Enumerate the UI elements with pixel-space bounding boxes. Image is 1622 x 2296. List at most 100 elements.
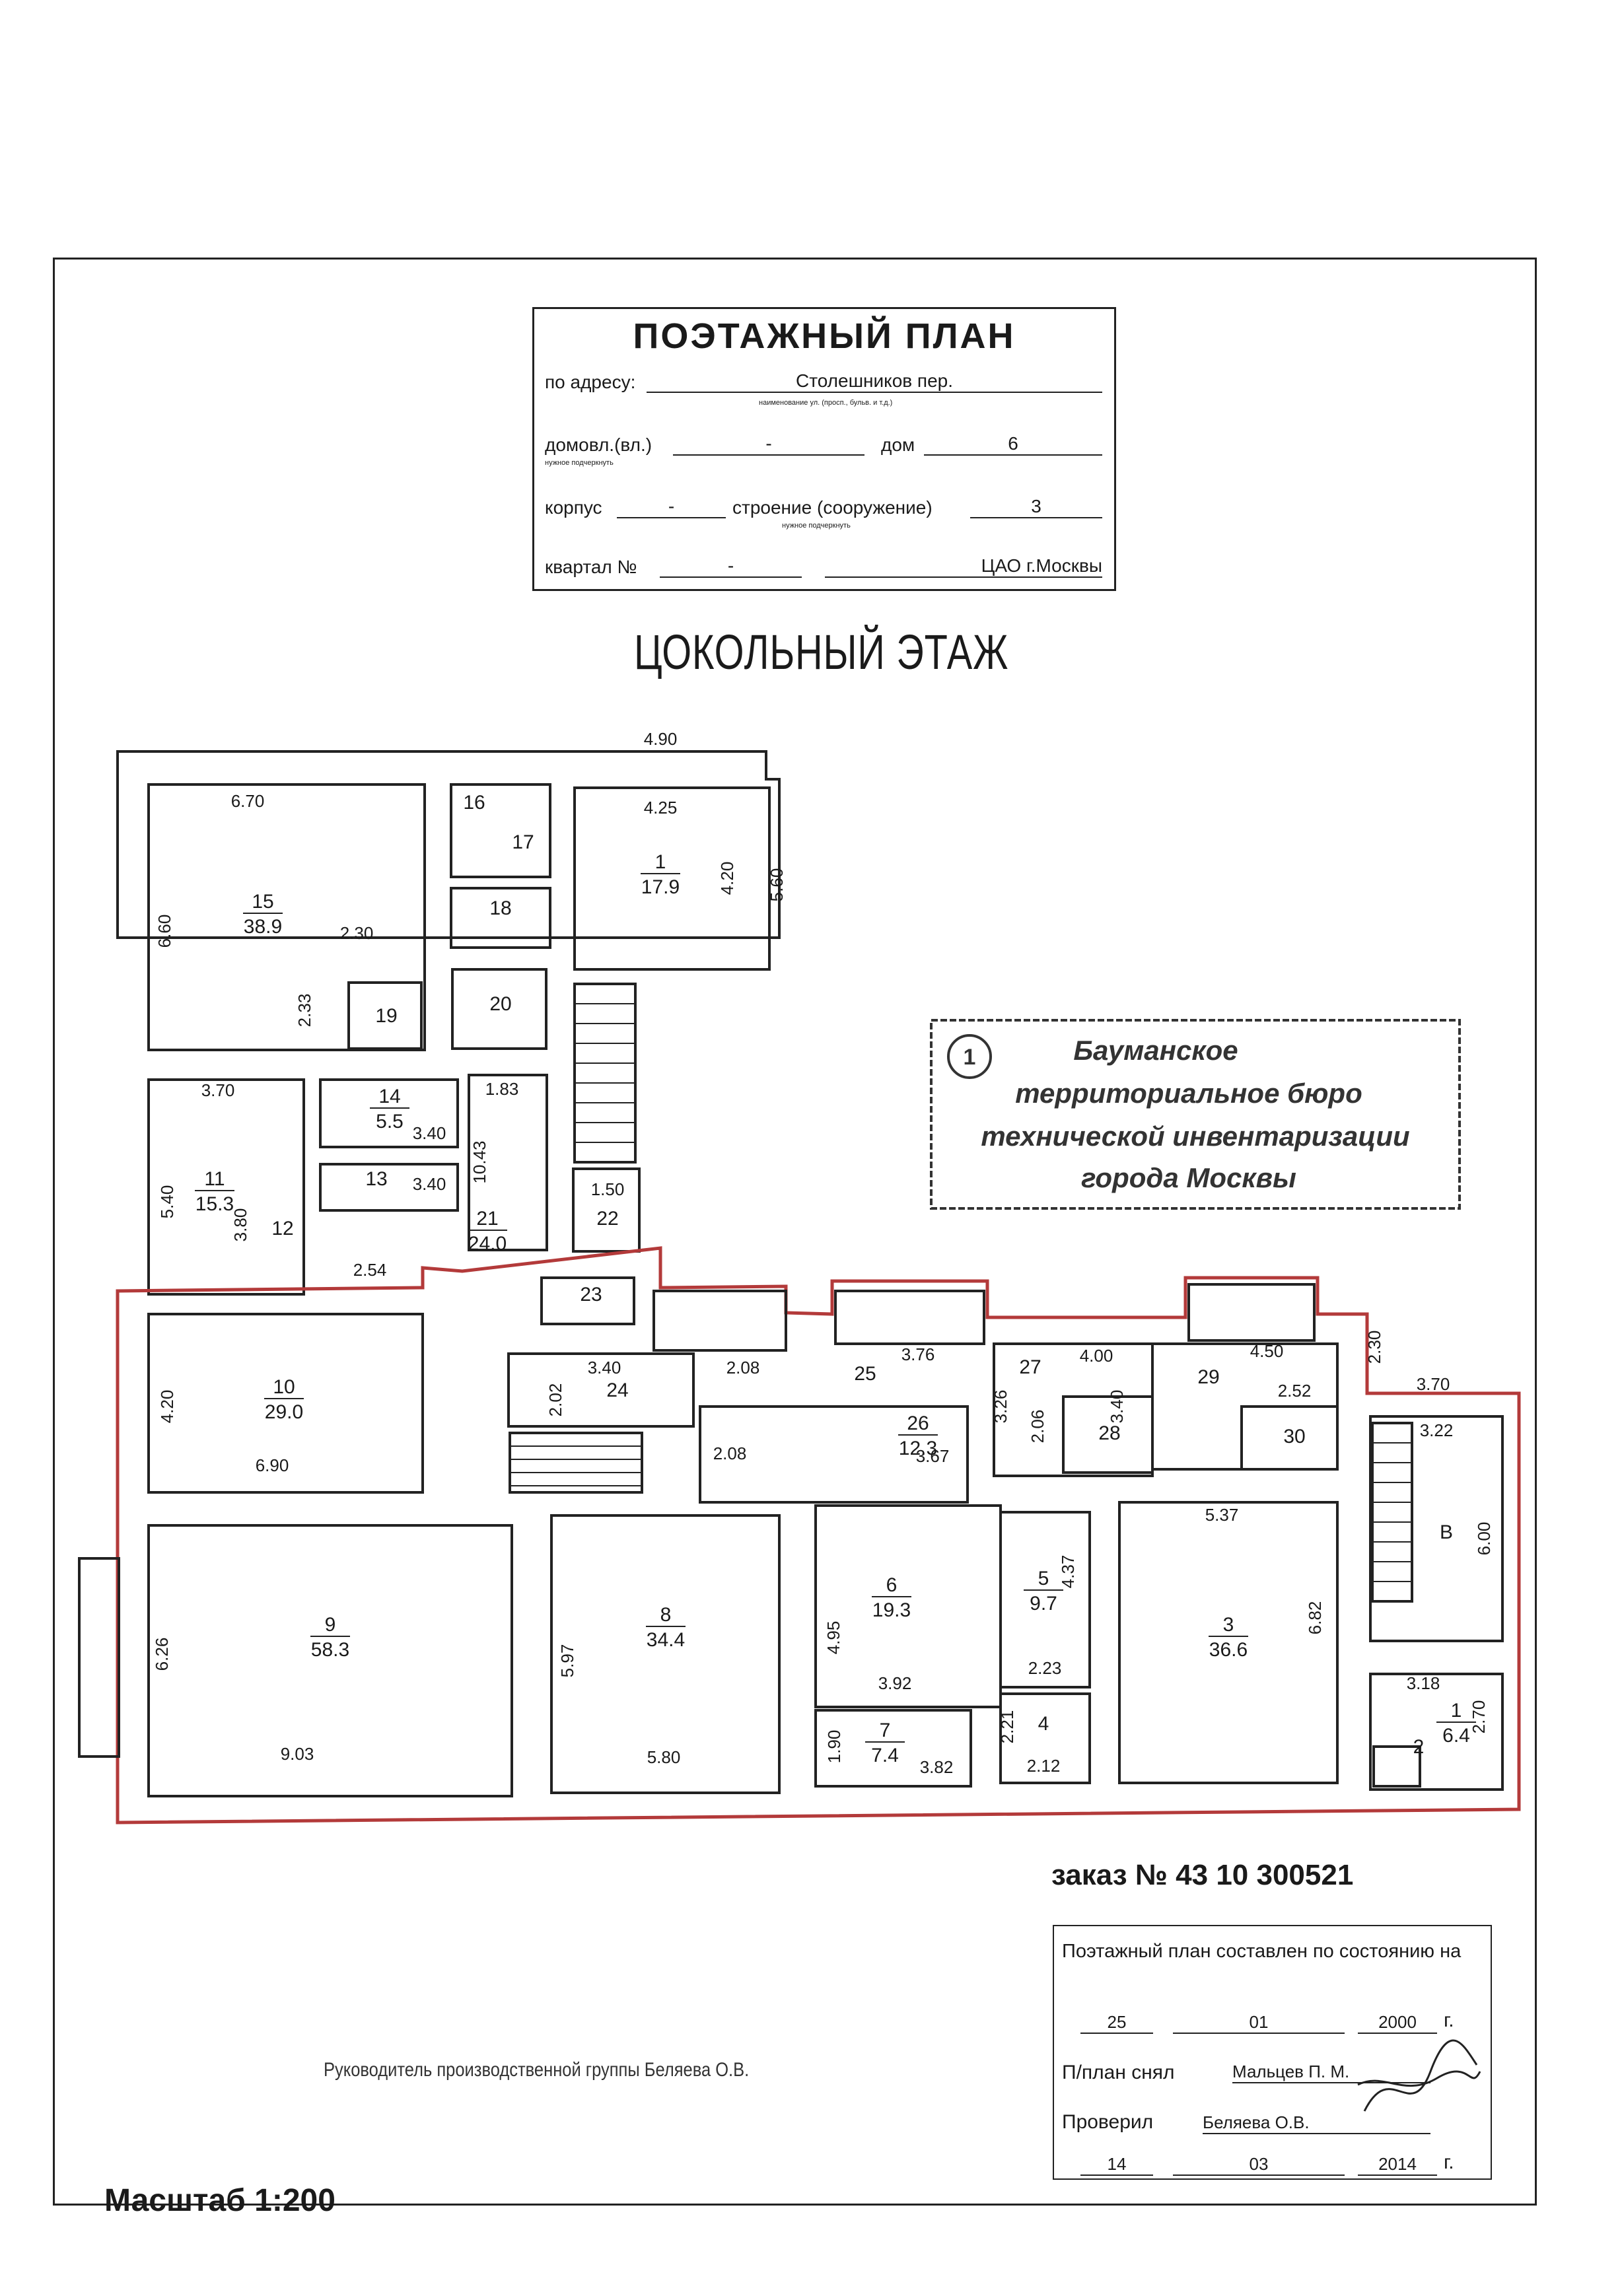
manager-line: Руководитель производственной группы Бел… <box>324 2059 750 2081</box>
room-4-walls <box>999 1692 1091 1784</box>
room-7-number: 7 <box>880 1720 891 1741</box>
dimension-label: 3.40 <box>1107 1390 1127 1424</box>
room-2-walls <box>1372 1745 1421 1788</box>
kvartal-label: квартал № <box>545 557 637 577</box>
dimension-label: 6.60 <box>155 915 174 948</box>
dimension-label: 3.76 <box>901 1344 935 1364</box>
dimension-label: 4.90 <box>644 729 678 749</box>
room-3-area: 36.6 <box>1209 1639 1248 1661</box>
dimension-label: 2.02 <box>546 1383 565 1417</box>
surveyed-by: Мальцев П. М. <box>1232 2062 1430 2083</box>
dimension-label: 4.20 <box>157 1390 177 1424</box>
room-18-number: 18 <box>489 897 511 919</box>
room-1-south-number: 1 <box>1451 1700 1462 1722</box>
room-21-walls <box>468 1074 548 1251</box>
room-12-number: 12 <box>271 1218 293 1239</box>
dimension-label: 4.95 <box>824 1621 843 1655</box>
room-10-area: 29.0 <box>265 1401 303 1423</box>
room-24-number: 24 <box>606 1379 628 1401</box>
room-15-number: 15 <box>252 891 273 913</box>
room-9-walls <box>147 1524 513 1797</box>
dimension-label: 3.26 <box>991 1390 1010 1424</box>
room-22-walls <box>572 1167 641 1253</box>
room-2-number: 2 <box>1413 1736 1425 1758</box>
room-14-number: 14 <box>378 1086 400 1107</box>
dimension-label: 2.70 <box>1469 1700 1489 1734</box>
dimension-label: 3.67 <box>916 1446 950 1466</box>
dimension-label: 5.60 <box>767 868 787 902</box>
west-bay <box>78 1557 120 1758</box>
floor-title: ЦОКОЛЬНЫЙ ЭТАЖ <box>634 625 1009 679</box>
surveyed-label: П/план снял <box>1062 2062 1175 2083</box>
dimension-label: 5.37 <box>1205 1505 1239 1525</box>
dimension-label: 3.40 <box>413 1123 446 1143</box>
room-11-number: 11 <box>204 1168 225 1190</box>
room-10-walls <box>147 1313 424 1494</box>
room-15-walls <box>147 783 426 1051</box>
drawing-frame <box>53 258 1537 2206</box>
room-27-28-walls <box>993 1342 1154 1477</box>
date2-month: 03 <box>1173 2154 1345 2176</box>
date1-year-suffix: г. <box>1444 2009 1454 2031</box>
main-stairs <box>509 1432 643 1494</box>
dimension-label: 1.83 <box>485 1079 519 1099</box>
stamp-line-4: города Москвы <box>1081 1162 1296 1193</box>
dimension-label: 10.43 <box>470 1140 489 1183</box>
address-value: Столешников пер. <box>647 370 1102 393</box>
room-25-number: 25 <box>854 1363 876 1385</box>
checked-label: Проверил <box>1062 2111 1154 2133</box>
date2-year-suffix: г. <box>1444 2151 1454 2173</box>
dimension-label: 3.70 <box>1417 1374 1450 1394</box>
room-23-number: 23 <box>580 1284 602 1305</box>
dimension-label: 3.80 <box>230 1208 250 1242</box>
date1-day: 25 <box>1080 2012 1153 2034</box>
room-20-number: 20 <box>489 993 511 1015</box>
address-label: по адресу: <box>545 372 636 392</box>
dimension-label: 2.52 <box>1278 1381 1312 1401</box>
state-text: Поэтажный план составлен по состоянию на <box>1062 1941 1462 1962</box>
address-hint: наименование ул. (просп., бульв. и т.д.) <box>759 399 893 407</box>
district-value: ЦАО г.Москвы <box>825 555 1102 578</box>
dimension-label: 5.97 <box>557 1644 577 1678</box>
room-8-number: 8 <box>660 1604 672 1626</box>
date1-month: 01 <box>1173 2012 1345 2034</box>
room-26-number: 26 <box>907 1412 929 1434</box>
dimension-label: 3.18 <box>1407 1673 1440 1693</box>
room-14-walls <box>319 1078 459 1148</box>
date2-day: 14 <box>1080 2154 1153 2176</box>
stroenie-value: 3 <box>970 496 1102 518</box>
title-heading: ПОЭТАЖНЫЙ ПЛАН <box>633 316 1016 356</box>
domovl-hint: нужное подчеркнуть <box>545 459 614 467</box>
dimension-label: 6.90 <box>256 1455 289 1475</box>
title-block: ПОЭТАЖНЫЙ ПЛАН по адресу: Столешников пе… <box>532 307 1116 591</box>
stamp-number: 1 <box>964 1045 976 1070</box>
dimension-label: 4.25 <box>644 798 678 818</box>
room-1-south-area: 6.4 <box>1442 1725 1470 1747</box>
dimension-label: 6.70 <box>231 791 265 811</box>
red-highlight-outline <box>116 1246 1521 1825</box>
kvartal-value: - <box>660 555 802 578</box>
room-16-number: 16 <box>463 792 485 814</box>
footer-box: Поэтажный план составлен по состоянию на… <box>1053 1925 1492 2180</box>
dimension-label: 2.21 <box>997 1710 1017 1744</box>
dimension-label: 3.70 <box>201 1080 235 1100</box>
dimension-label: 6.82 <box>1305 1601 1325 1635</box>
room-9-area: 58.3 <box>311 1639 349 1661</box>
scale-label: Масштаб 1:200 <box>104 2183 335 2218</box>
room-8-walls <box>550 1514 781 1794</box>
room-16-17-walls <box>450 783 551 878</box>
room-28-number: 28 <box>1098 1422 1120 1444</box>
room-21-area: 24.0 <box>468 1233 507 1255</box>
dimension-label: 2.08 <box>713 1444 747 1463</box>
room-b-number: В <box>1440 1521 1453 1543</box>
dimension-label: 2.54 <box>353 1260 387 1280</box>
korpus-value: - <box>617 496 726 518</box>
room-26-area: 12.3 <box>899 1438 937 1459</box>
dimension-label: 4.37 <box>1058 1555 1078 1589</box>
upper-wing-outline <box>116 750 781 939</box>
room-1-north-area: 17.9 <box>641 876 680 898</box>
room-19-walls <box>347 981 423 1050</box>
room-3-number: 3 <box>1223 1614 1234 1636</box>
